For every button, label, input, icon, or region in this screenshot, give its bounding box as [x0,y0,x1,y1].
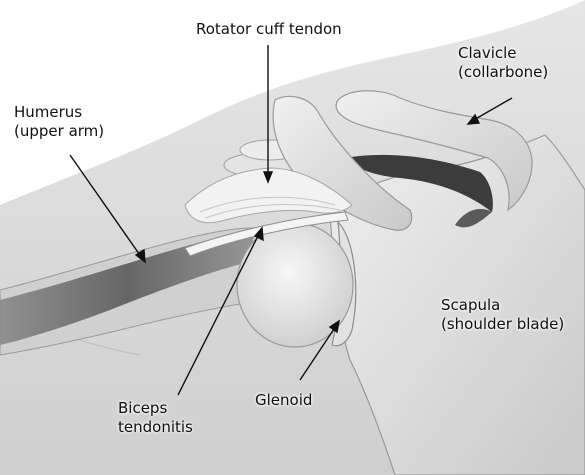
glenoid-label-line1: Glenoid [255,391,312,410]
biceps-label-line1: Biceps [118,399,193,418]
humerus-label-line2: (upper arm) [14,122,104,141]
clavicle-label-line1: Clavicle [458,44,548,63]
scapula-label-line2: (shoulder blade) [441,315,564,334]
clavicle-label: Clavicle (collarbone) [458,44,548,82]
scapula-label-line1: Scapula [441,296,564,315]
biceps-label-line2: tendonitis [118,418,193,437]
scapula-label: Scapula (shoulder blade) [441,296,564,334]
rotator-cuff-label-line1: Rotator cuff tendon [196,20,342,39]
rotator-cuff-label: Rotator cuff tendon [196,20,342,39]
humerus-label: Humerus (upper arm) [14,103,104,141]
humerus-label-line1: Humerus [14,103,104,122]
clavicle-label-line2: (collarbone) [458,63,548,82]
biceps-label: Biceps tendonitis [118,399,193,437]
glenoid-label: Glenoid [255,391,312,410]
